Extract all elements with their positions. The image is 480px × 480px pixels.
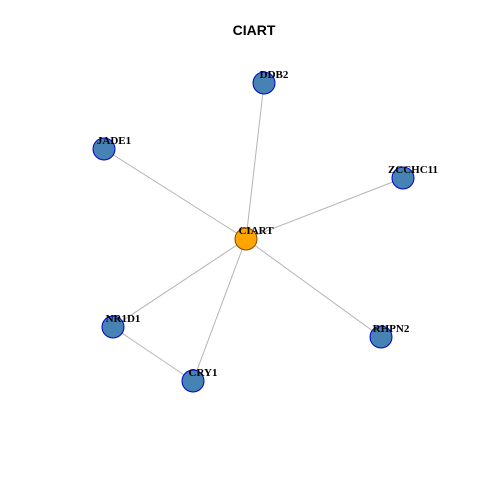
- edge-ciart-cry1: [192, 238, 247, 382]
- edge-ciart-nr1d1: [112, 238, 247, 328]
- node-jade1: JADE1: [92, 135, 131, 161]
- node-label-nr1d1: NR1D1: [106, 313, 141, 325]
- edges-layer: [103, 82, 404, 382]
- edge-ciart-jade1: [103, 148, 247, 240]
- node-label-cry1: CRY1: [189, 367, 218, 379]
- edge-ciart-ddb2: [245, 82, 265, 240]
- edge-ciart-zcchc11: [245, 177, 404, 240]
- node-circle-ddb2: [252, 71, 276, 95]
- node-rhpn2: RHPN2: [369, 323, 410, 349]
- node-circle-jade1: [92, 137, 116, 161]
- edge-ciart-rhpn2: [245, 238, 382, 338]
- node-circle-cry1: [181, 369, 205, 393]
- graph-title: CIART: [233, 22, 276, 38]
- node-label-zcchc11: ZCCHC11: [388, 164, 438, 176]
- node-ciart: CIART: [234, 225, 274, 251]
- node-label-jade1: JADE1: [97, 135, 131, 147]
- node-cry1: CRY1: [181, 367, 218, 393]
- edge-nr1d1-cry1: [112, 326, 194, 382]
- node-circle-nr1d1: [101, 315, 125, 339]
- node-label-ciart: CIART: [238, 225, 274, 237]
- node-label-rhpn2: RHPN2: [373, 323, 410, 335]
- node-circle-zcchc11: [391, 166, 415, 190]
- node-nr1d1: NR1D1: [101, 313, 141, 339]
- node-ddb2: DDB2: [252, 69, 289, 95]
- node-label-ddb2: DDB2: [260, 69, 289, 81]
- node-circle-rhpn2: [369, 325, 393, 349]
- node-zcchc11: ZCCHC11: [388, 164, 438, 190]
- node-circle-ciart: [234, 227, 258, 251]
